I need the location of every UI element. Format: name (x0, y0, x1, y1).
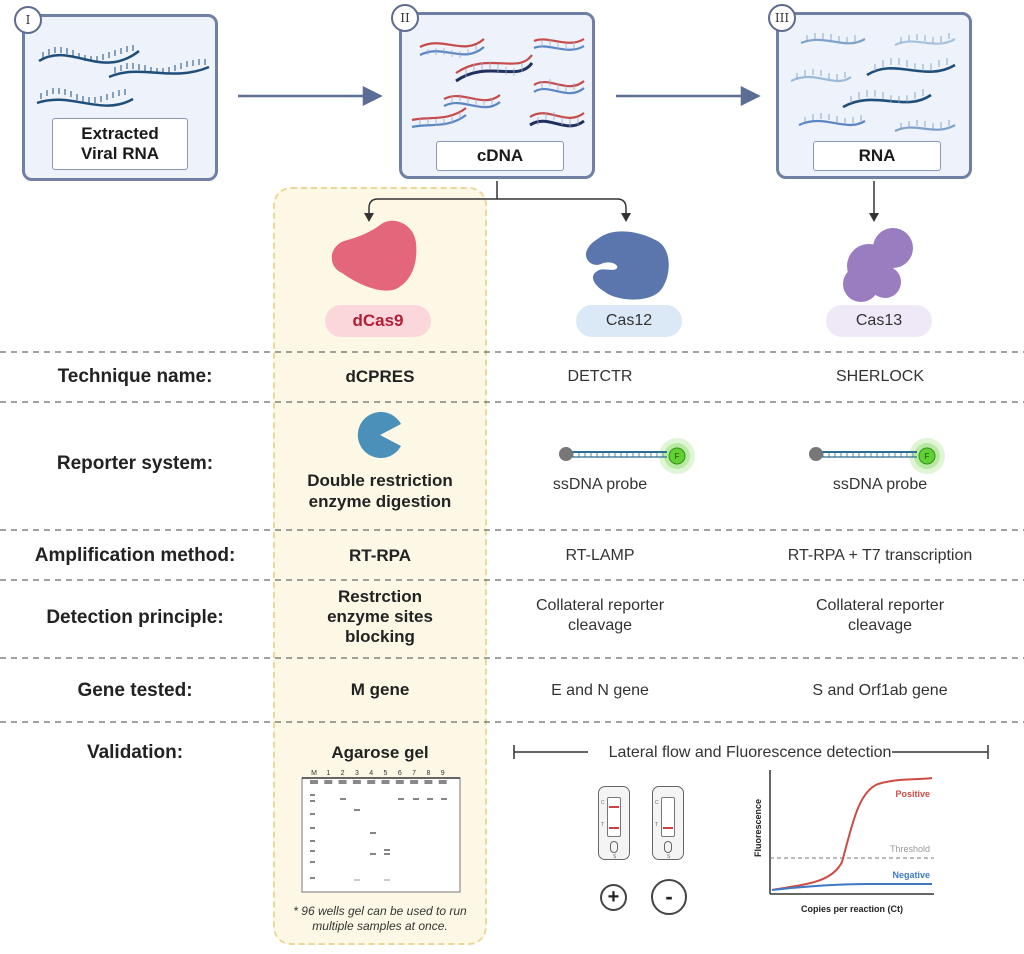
chart-xlabel: Copies per reaction (Ct) (801, 904, 903, 914)
gel-lane-label: 6 (398, 770, 402, 777)
gel-well (310, 780, 318, 784)
lateral-flow-strip-positive: C T S (598, 786, 630, 860)
cas13-protein-icon (843, 228, 913, 302)
gel-lane-label: 8 (426, 770, 430, 777)
technique-dcpres: dCPRES (345, 367, 415, 386)
gel-lane-label: 1 (326, 770, 330, 777)
chart-series-positive (771, 777, 933, 891)
stage-number-badge: I (14, 6, 42, 34)
strip-test-letter: T (655, 822, 659, 828)
row-label-reporter: Reporter system: (56, 453, 214, 474)
stage-box-rna: III RNA (768, 4, 972, 179)
cdna-strands-illustration (411, 38, 585, 129)
control-line (609, 806, 619, 808)
gel-lane-label: 2 (341, 770, 345, 777)
gel-lane-label: 9 (441, 770, 445, 777)
reporter-ssdna-probe-cas13: ssDNA probe (832, 476, 928, 493)
gel-well (438, 780, 447, 784)
gel-lane-label: 5 (384, 770, 388, 777)
row-label-technique: Technique name: (57, 366, 213, 387)
stage-number-badge: III (768, 4, 796, 32)
reporter-restriction-digestion: Double restriction enzyme digestion (307, 471, 453, 511)
stage-label-cdna: cDNA (436, 141, 564, 171)
row-label-gene: Gene tested: (77, 680, 193, 701)
lateral-flow-strip-negative: C T S (652, 786, 684, 860)
rna-products-illustration (790, 33, 956, 133)
stage-box-extracted-rna: I Extracted Viral RNA (14, 6, 218, 181)
gel-well (367, 780, 376, 784)
gel-well (338, 780, 347, 784)
detection-collateral-cas12: Collateral reporter cleavage (535, 597, 665, 634)
reporter-ssdna-probe-cas12: ssDNA probe (552, 476, 648, 493)
row-label-detection: Detection principle: (46, 607, 224, 628)
chart-series-negative (771, 883, 932, 891)
stage-number-badge: II (391, 4, 419, 32)
ssdna-probe-icon: F (809, 438, 945, 474)
gel-lane-label: M (311, 770, 317, 777)
gene-m: M gene (350, 680, 410, 699)
gel-well (352, 780, 361, 784)
control-line (663, 827, 673, 829)
stage-label-extracted-rna: Extracted Viral RNA (52, 118, 188, 170)
chart-legend-negative: Negative (892, 870, 930, 880)
cas12-protein-icon (585, 231, 669, 300)
strip-control-letter: C (601, 800, 605, 806)
row-label-validation: Validation: (86, 742, 184, 763)
lateral-flow-range-bar (513, 745, 989, 759)
detection-site-blocking: Restrction enzyme sites blocking (327, 587, 433, 646)
restriction-enzyme-icon (357, 412, 401, 458)
arrow-head-icon (621, 213, 631, 222)
arrow-head-icon (362, 85, 383, 107)
ssdna-probe-icon: F (559, 438, 695, 474)
gel-footnote: * 96 wells gel can be used to run multip… (293, 904, 467, 933)
row-label-amplification: Amplification method: (34, 545, 236, 566)
detection-collateral-cas13: Collateral reporter cleavage (815, 597, 945, 634)
gel-lane-label: 4 (369, 770, 373, 777)
gel-well (381, 780, 390, 784)
flow-connectors (238, 85, 879, 222)
fluorophore-letter: F (925, 452, 930, 461)
strip-sample-letter: S (613, 854, 617, 860)
amplification-rt-lamp: RT-LAMP (565, 547, 635, 564)
arrow-head-icon (740, 85, 761, 107)
stage-box-cdna: II cDNA (391, 4, 595, 179)
gene-s-and-orf1ab: S and Orf1ab gene (812, 682, 948, 699)
enzyme-pill-cas12: Cas12 (576, 305, 682, 337)
fluorescence-chart: Fluorescence Threshold Positive Negative… (753, 770, 934, 914)
amplification-rt-rpa-t7: RT-RPA + T7 transcription (787, 547, 973, 564)
gel-lane-label: 7 (412, 770, 416, 777)
gene-e-and-n: E and N gene (551, 682, 649, 699)
technique-detctr: DETCTR (567, 368, 633, 385)
sample-well (610, 841, 618, 853)
arrow-head-icon (364, 213, 374, 222)
chart-ylabel: Fluorescence (753, 799, 763, 857)
dcas9-protein-icon (331, 220, 417, 291)
positive-sign-icon: + (600, 884, 627, 911)
amplification-rt-rpa: RT-RPA (348, 546, 411, 565)
arrow-head-icon (869, 213, 879, 222)
chart-threshold-label: Threshold (890, 844, 930, 854)
sample-well (664, 841, 672, 853)
gel-well (410, 780, 419, 784)
fluorophore-letter: F (675, 452, 680, 461)
strip-control-letter: C (655, 800, 659, 806)
enzyme-pill-cas13: Cas13 (826, 305, 932, 337)
rna-strands-illustration (36, 45, 210, 107)
validation-gel-title: Agarose gel (331, 743, 429, 762)
gel-lane-label: 3 (355, 770, 359, 777)
gel-well (324, 780, 333, 784)
chart-legend-positive: Positive (895, 789, 930, 799)
stage-label-rna: RNA (813, 141, 941, 171)
gel-well (424, 780, 433, 784)
negative-sign-icon: - (651, 879, 687, 915)
lateral-flow-title: Lateral flow and Fluorescence detection (608, 744, 892, 761)
technique-sherlock: SHERLOCK (835, 368, 925, 385)
strip-test-letter: T (601, 822, 605, 828)
agarose-gel-illustration: M 1 2 3 4 5 6 7 8 9 (301, 770, 461, 893)
test-line (609, 827, 619, 829)
gel-well (395, 780, 404, 784)
enzyme-pill-dcas9: dCas9 (325, 305, 431, 337)
strip-sample-letter: S (667, 854, 671, 860)
